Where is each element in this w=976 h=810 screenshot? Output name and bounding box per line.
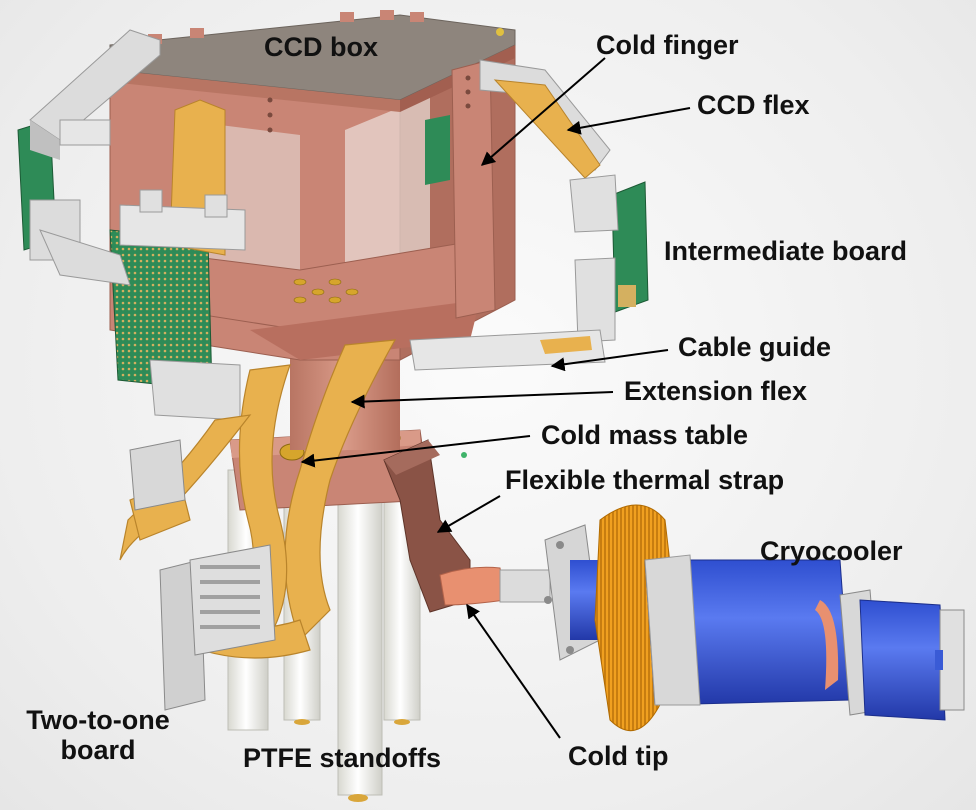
arrow-cold-finger (480, 57, 606, 166)
label-ccd-box: CCD box (264, 32, 378, 62)
arrow-cold-tip (466, 603, 561, 739)
cold-tip (439, 566, 551, 606)
cable-guide-right (409, 59, 619, 371)
label-cold-finger: Cold finger (596, 30, 739, 60)
label-flexible-thermal-strap: Flexible thermal strap (505, 465, 785, 495)
arrow-extension-flex (350, 391, 614, 409)
label-two-to-one-board: Two-to-one board (8, 705, 188, 765)
label-cold-mass-table: Cold mass table (541, 420, 749, 450)
ccd-flex-front (119, 99, 246, 256)
cable-guide-left (29, 29, 241, 421)
label-ptfe-standoffs: PTFE standoffs (243, 743, 442, 773)
label-cable-guide: Cable guide (678, 332, 832, 362)
arrow-ccd-flex (566, 107, 691, 135)
arrow-cold-mass-table (300, 435, 531, 468)
arrow-thermal-strap (436, 495, 501, 533)
cold-finger (267, 59, 496, 319)
arrow-cable-guide (550, 349, 669, 372)
label-cryocooler: Cryocooler (760, 536, 903, 566)
label-two-to-one-line2: board (60, 735, 136, 765)
label-two-to-one-line1: Two-to-one (26, 705, 170, 735)
label-extension-flex: Extension flex (624, 376, 808, 406)
two-to-one-board (129, 439, 276, 711)
label-ccd-flex: CCD flex (697, 90, 810, 120)
label-intermediate-board: Intermediate board (664, 236, 908, 266)
cryocooler (544, 504, 965, 731)
leader-arrows (300, 57, 691, 739)
marker-dot (461, 452, 467, 458)
label-cold-tip: Cold tip (568, 741, 669, 771)
